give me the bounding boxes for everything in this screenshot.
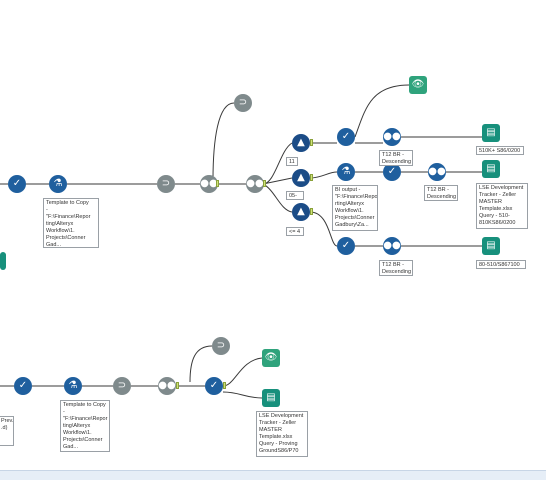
output-label-lse: LSE Development Tracker - Zeller MASTER … [476,183,528,229]
connection [309,171,338,179]
output-tool-b1[interactable]: ▤ [262,389,280,407]
filter-icon: ▲ [297,206,305,217]
summarize-tool[interactable]: ⊃ [157,175,175,193]
select-tool[interactable]: ✓ [8,175,26,193]
select-tool-mid[interactable]: ✓ [383,163,401,181]
anchor[interactable] [310,174,313,181]
output-label-510k: 510K+ S86/0200 [476,146,524,155]
formula-tool-bi[interactable]: ⚗ [337,163,355,181]
flask-icon: ⚗ [53,178,63,189]
output-icon: ▤ [486,127,496,138]
anchor[interactable] [263,180,266,187]
select-tool-b2[interactable]: ✓ [205,377,223,395]
filter-tool-05-10[interactable]: ▲ [292,169,310,187]
summarize-tool-b1[interactable]: ⊃ [113,377,131,395]
output-tool-80[interactable]: ▤ [482,237,500,255]
check-icon: ✓ [387,166,397,177]
join-tool-2[interactable]: ●● [246,175,264,193]
sort-label-mid: T12 BR - Descending [424,185,458,201]
template-to-copy-label-b: Template to Copy - "F:\Finance\Repor tin… [60,400,110,452]
sort-icon: ●● [428,166,446,177]
select-tool-b1[interactable]: ✓ [14,377,32,395]
filter-tool-lt-4[interactable]: ▲ [292,203,310,221]
template-to-copy-label: Template to Copy - "F:\Finance\Repor tin… [43,198,99,248]
filter-label-11: 11 [286,157,298,166]
browse-tool-b1[interactable]: 👁 [262,349,280,367]
canvas-footer-bar [0,470,546,480]
connection [189,345,213,383]
flask-icon: ⚗ [341,166,351,177]
anchor[interactable] [223,382,226,389]
sort-icon: ●● [383,131,401,142]
select-tool-bottom[interactable]: ✓ [337,237,355,255]
join-icon: ●● [246,178,264,189]
anchor[interactable] [176,382,179,389]
output-tool-clipped[interactable] [0,252,6,270]
anchor[interactable] [310,139,313,146]
union-icon: ⊃ [216,340,226,351]
output-tool-lse[interactable]: ▤ [482,160,500,178]
output-icon: ▤ [266,392,276,403]
filter-label-05-10: 05-10 [286,191,304,200]
sort-label-top: T12 BR - Descending [379,150,413,166]
binoculars-icon: 👁 [411,79,425,90]
sort-tool-top[interactable]: ●● [383,128,401,146]
check-icon: ✓ [209,380,219,391]
output-label-80: 80-510/S867100 [476,260,526,269]
output-icon: ▤ [486,163,496,174]
anchor[interactable] [216,180,219,187]
output-icon: ▤ [486,240,496,251]
output-label-lse-b: LSE Development Tracker - Zeller MASTER … [256,411,308,457]
join-tool[interactable]: ●● [200,175,218,193]
formula-tool[interactable]: ⚗ [49,175,67,193]
filter-icon: ▲ [297,137,305,148]
output-tool-510k[interactable]: ▤ [482,124,500,142]
check-icon: ✓ [341,240,351,251]
connection [212,102,235,181]
join-tool-b1[interactable]: ●● [158,377,176,395]
browse-tool[interactable]: 👁 [409,76,427,94]
select-tool-top[interactable]: ✓ [337,128,355,146]
union-icon: ⊃ [238,97,248,108]
anchor[interactable] [310,208,313,215]
connection [354,84,410,138]
sort-icon: ●● [383,240,401,251]
union-tool[interactable]: ⊃ [234,94,252,112]
sort-tool-bottom[interactable]: ●● [383,237,401,255]
connection [262,177,293,185]
join-icon: ●● [200,178,218,189]
formula-tool-b1[interactable]: ⚗ [64,377,82,395]
connection [222,391,263,399]
filter-icon: ▲ [297,172,305,183]
flask-icon: ⚗ [68,380,78,391]
filter-tool-11[interactable]: ▲ [292,134,310,152]
sort-label-bottom: T12 BR - Descending [379,260,413,276]
join-icon: ●● [158,380,176,391]
summarize-icon: ⊃ [117,380,127,391]
union-tool-b1[interactable]: ⊃ [212,337,230,355]
check-icon: ✓ [18,380,28,391]
summarize-icon: ⊃ [161,178,171,189]
check-icon: ✓ [341,131,351,142]
check-icon: ✓ [12,178,22,189]
binoculars-icon: 👁 [264,352,278,363]
filter-label-lt-4: <= 4 [286,227,304,236]
clipped-label: Prev. .d) [0,416,14,446]
bi-output-label: BI output - "F:\Finance\Repo rting\Alter… [332,185,378,231]
sort-tool-mid[interactable]: ●● [428,163,446,181]
connection [309,211,338,247]
connection [222,357,263,387]
